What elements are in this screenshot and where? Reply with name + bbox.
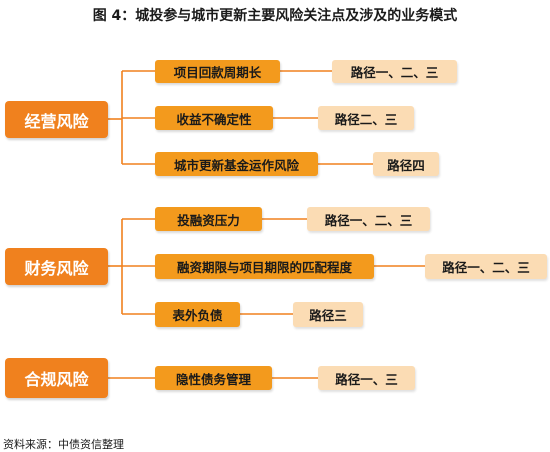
category-financial-risk: 财务风险	[5, 248, 108, 285]
risk-box-hidden-debt: 隐性债务管理	[155, 366, 272, 390]
risk-box-financing-pressure: 投融资压力	[155, 207, 262, 231]
path-box: 路径一、二、三	[425, 254, 547, 279]
risk-box-off-balance-debt: 表外负债	[155, 302, 240, 327]
source-note: 资料来源：中债资信整理	[3, 438, 124, 451]
path-box: 路径一、三	[318, 366, 415, 390]
path-box: 路径一、二、三	[307, 207, 430, 231]
path-box: 路径二、三	[318, 106, 414, 130]
risk-box-fund-operation: 城市更新基金运作风险	[155, 152, 318, 176]
path-box: 路径四	[373, 152, 439, 176]
figure-title: 图 4：城投参与城市更新主要风险关注点及涉及的业务模式	[92, 8, 458, 24]
path-box: 路径三	[293, 302, 363, 327]
path-box: 路径一、二、三	[332, 60, 457, 83]
risk-box-term-matching: 融资期限与项目期限的匹配程度	[155, 254, 374, 279]
risk-box-payback-cycle: 项目回款周期长	[155, 60, 280, 83]
category-operating-risk: 经营风险	[5, 101, 108, 138]
risk-box-revenue-uncertainty: 收益不确定性	[155, 106, 273, 130]
category-compliance-risk: 合规风险	[5, 358, 108, 398]
